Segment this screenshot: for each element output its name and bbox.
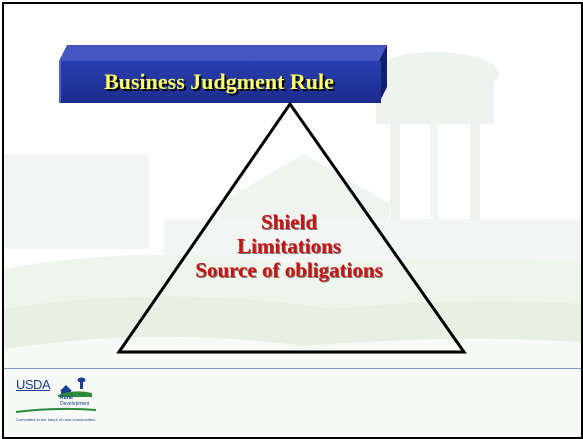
rural-landscape-watermark-icon: [4, 52, 581, 437]
triangle-line-source-of-obligations: Source of obligations: [195, 258, 383, 282]
logo-swoosh: [16, 407, 96, 413]
logo-tagline: Committed to the future of rural communi…: [16, 417, 97, 422]
slide-title: Business Judgment Rule: [104, 69, 334, 94]
triangle-line-limitations: Limitations: [237, 234, 341, 258]
triangle-shape: [116, 101, 467, 354]
usda-rural-development-icon: [58, 377, 92, 397]
triangle-line-shield: Shield: [260, 210, 318, 234]
title-box-front: [59, 61, 381, 103]
rural-label: Rural: [60, 395, 73, 401]
title-box-side: [379, 45, 387, 103]
triangle-text: Shield Limitations Source of obligations: [154, 210, 424, 282]
footer-divider: [4, 368, 581, 369]
usda-wordmark: USDA: [16, 377, 51, 392]
development-label: Development: [60, 401, 90, 407]
title-box: Business Judgment Rule: [59, 45, 387, 103]
